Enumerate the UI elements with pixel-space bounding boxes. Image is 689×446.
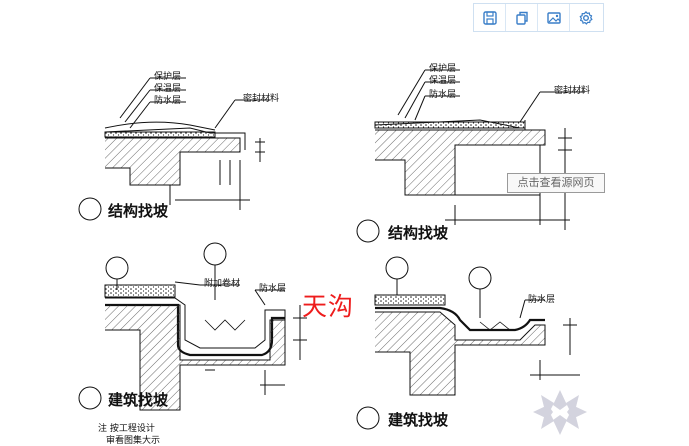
image-icon	[546, 11, 561, 24]
gutter-annotation: 天沟	[302, 292, 355, 321]
label-waterproof-layer: 防水层	[259, 284, 287, 294]
view-source-tooltip[interactable]: 点击查看源网页	[507, 173, 605, 193]
save-icon	[482, 10, 497, 25]
label-insulation-layer: 保温层	[429, 76, 457, 86]
detail-top-left	[78, 77, 270, 221]
label-sealing-material: 密封材料	[243, 94, 280, 104]
note-line-1: 注 按工程设计	[98, 424, 155, 434]
detail-bottom-left	[78, 242, 307, 411]
caption-bottom-right: 建筑找坡	[388, 411, 449, 429]
image-button[interactable]	[538, 4, 570, 31]
caption-bottom-left: 建筑找坡	[108, 391, 169, 409]
gear-icon	[579, 10, 593, 25]
copy-icon	[515, 11, 528, 25]
label-waterproof-layer: 防水层	[429, 90, 457, 100]
watermark-logo	[533, 390, 587, 435]
label-insulation-layer: 保温层	[154, 84, 182, 94]
label-protection-layer: 保护层	[154, 72, 182, 82]
caption-top-right: 结构找坡	[388, 224, 449, 242]
label-protection-layer: 保护层	[429, 64, 457, 74]
label-sealing-material: 密封材料	[554, 86, 591, 96]
caption-top-left: 结构找坡	[108, 202, 169, 220]
label-waterproof-layer: 防水层	[528, 295, 556, 305]
note-line-2: 审看图集大示	[106, 436, 161, 446]
detail-bottom-right	[356, 256, 580, 430]
detail-top-right	[356, 69, 585, 243]
copy-button[interactable]	[506, 4, 538, 31]
image-toolbar	[473, 3, 604, 32]
settings-button[interactable]	[570, 4, 602, 31]
save-button[interactable]	[474, 4, 506, 31]
label-additional-membrane: 附加卷材	[204, 279, 241, 289]
label-waterproof-layer: 防水层	[154, 96, 182, 106]
